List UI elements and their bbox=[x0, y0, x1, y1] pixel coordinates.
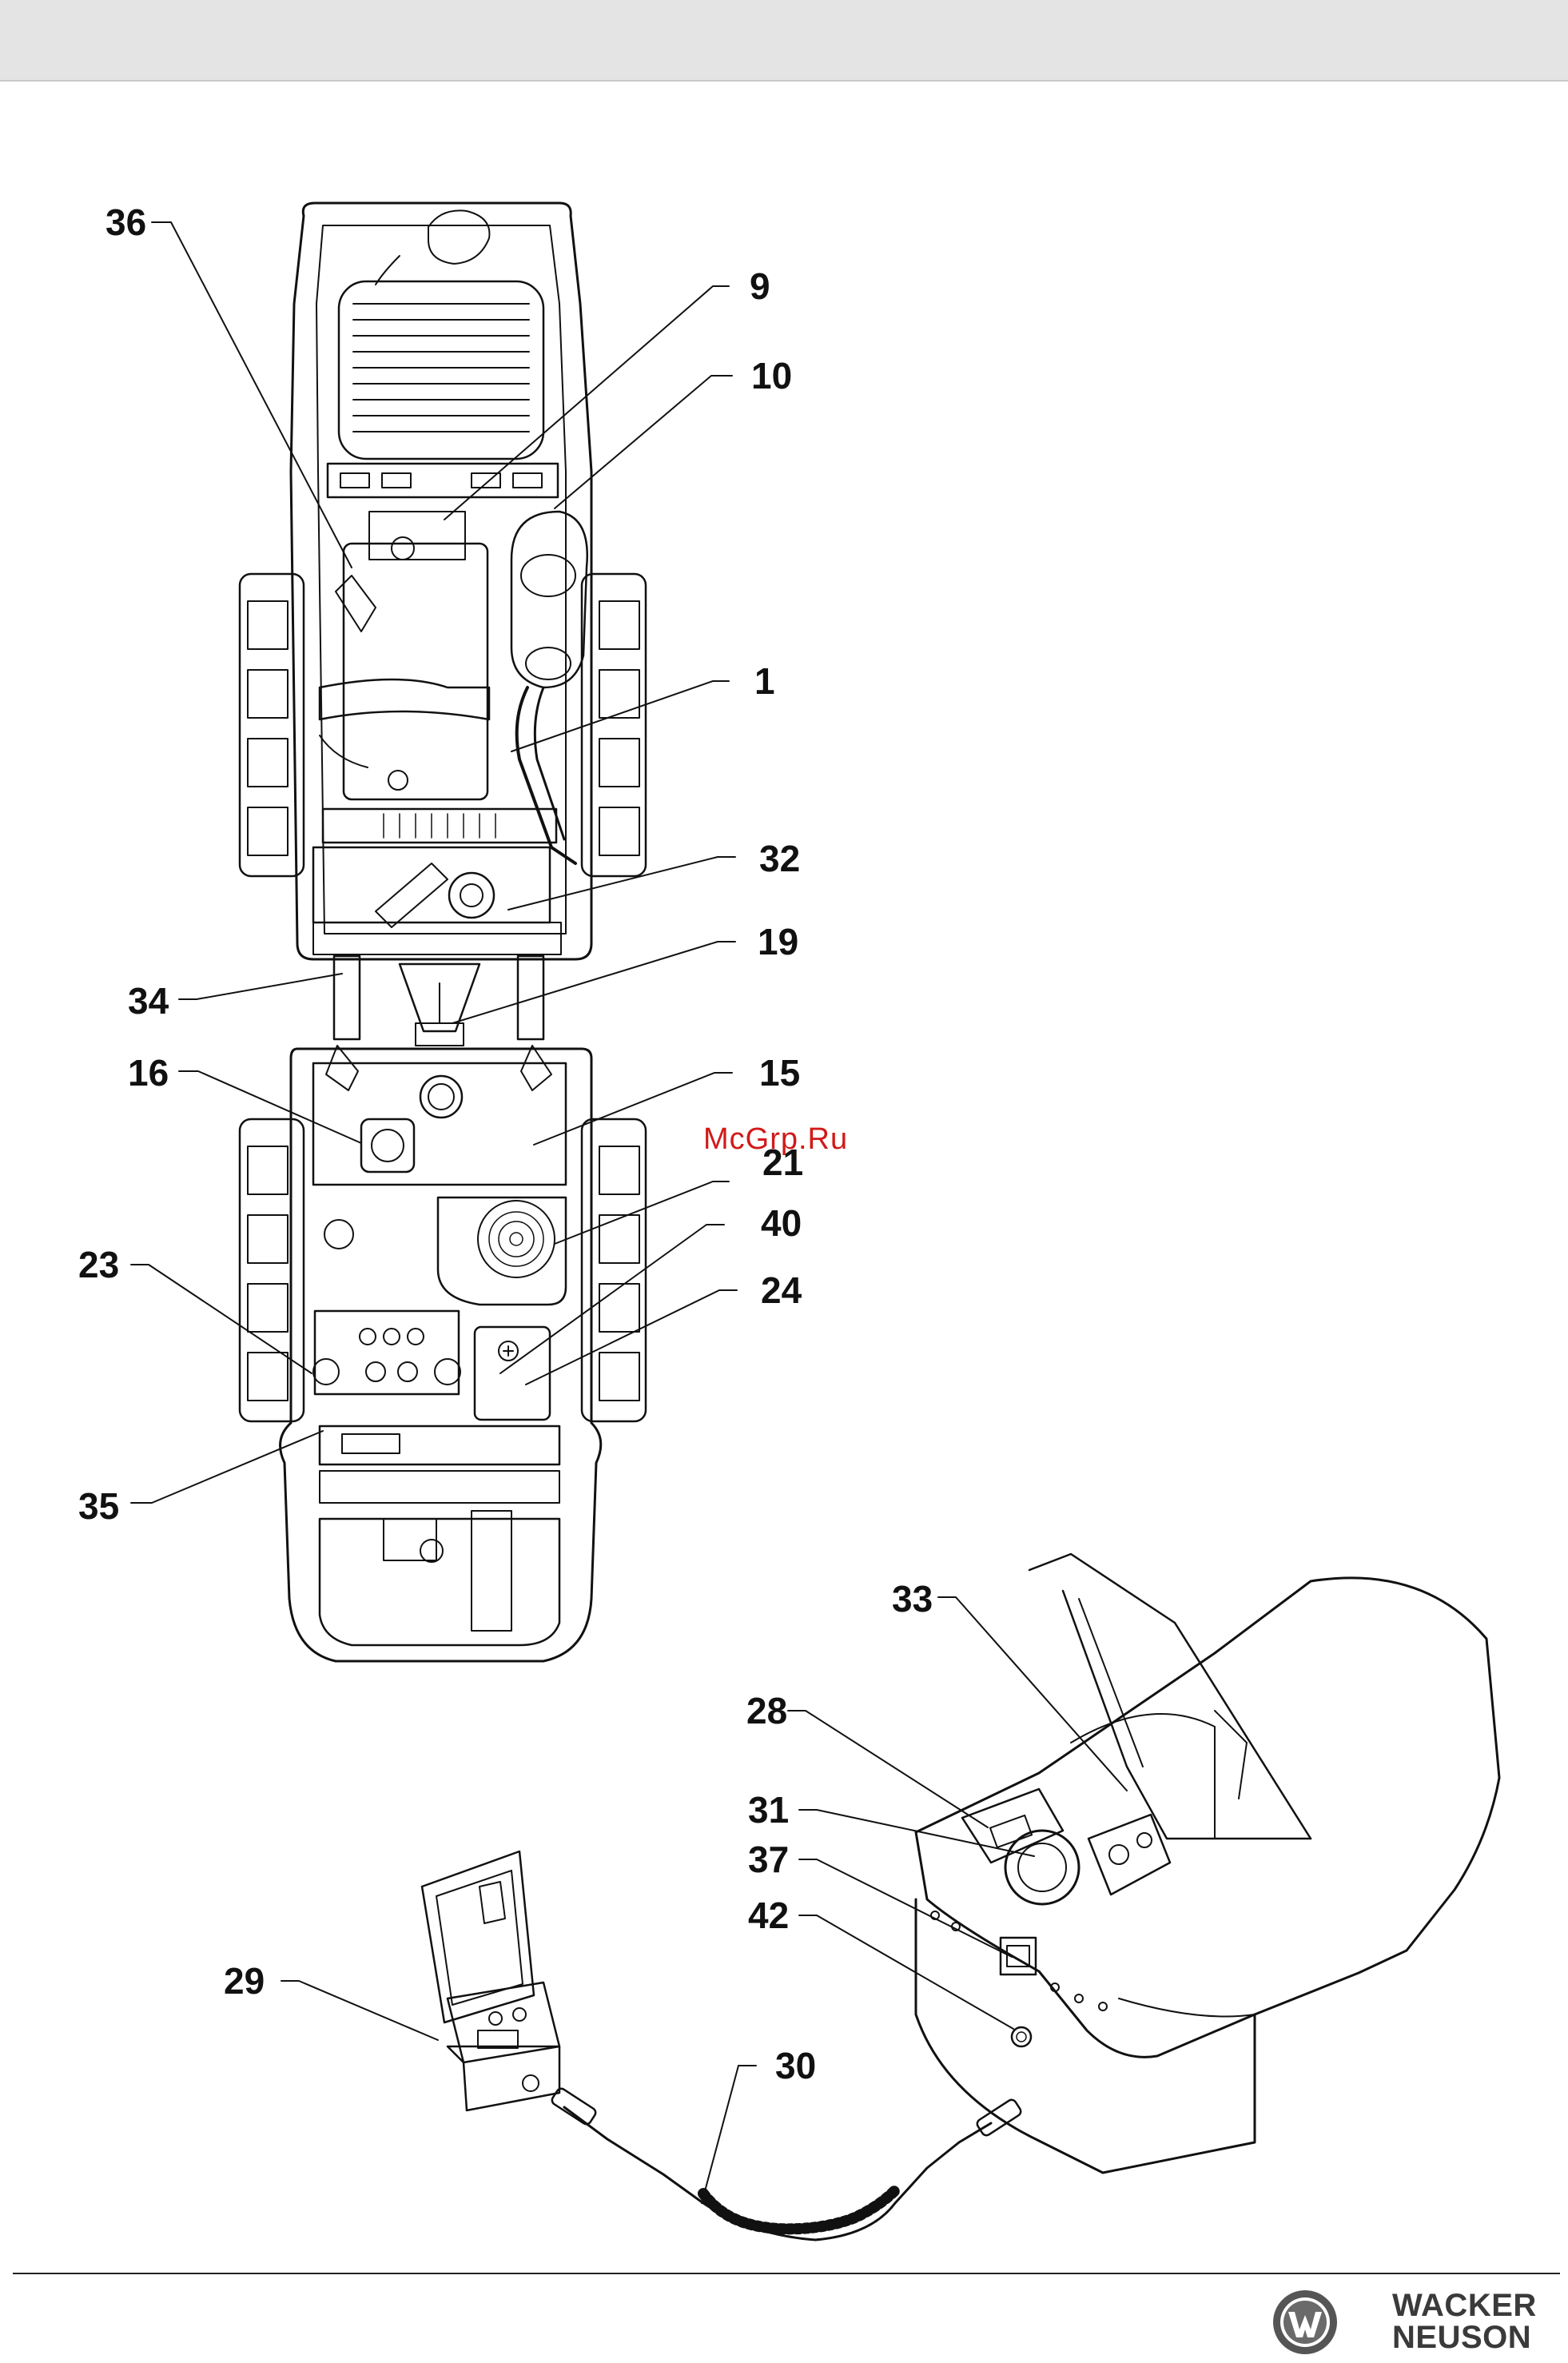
callout-24: 24 bbox=[761, 1269, 802, 1311]
footer-divider bbox=[13, 2273, 1560, 2274]
callout-33: 33 bbox=[892, 1578, 933, 1620]
brand-line-1: WACKER bbox=[1392, 2289, 1560, 2321]
coiled-cable bbox=[551, 2087, 1023, 2240]
callout-23: 23 bbox=[78, 1244, 119, 1285]
brand-line-2: NEUSON bbox=[1392, 2321, 1560, 2353]
leader-lines bbox=[131, 222, 1127, 2203]
machine-3d-view bbox=[916, 1554, 1499, 2173]
callout-30: 30 bbox=[775, 2045, 816, 2086]
callout-15: 15 bbox=[759, 1052, 800, 1094]
callout-19: 19 bbox=[758, 921, 798, 962]
callout-31: 31 bbox=[748, 1789, 789, 1831]
callout-40: 40 bbox=[761, 1202, 802, 1244]
callout-29: 29 bbox=[224, 1960, 265, 2002]
callout-36: 36 bbox=[105, 201, 146, 243]
remote-control-handset bbox=[422, 1851, 559, 2110]
articulation-joint bbox=[334, 956, 543, 1046]
callout-1: 1 bbox=[754, 660, 775, 702]
wacker-neuson-logo-icon bbox=[1271, 2288, 1339, 2357]
callout-35: 35 bbox=[78, 1485, 119, 1527]
callout-32: 32 bbox=[759, 838, 800, 879]
machine-top-view-rear bbox=[240, 203, 646, 959]
callout-16: 16 bbox=[128, 1052, 169, 1094]
watermark-text: McGrp.Ru bbox=[703, 1122, 848, 1157]
callout-28: 28 bbox=[746, 1690, 787, 1731]
callout-9: 9 bbox=[750, 265, 770, 307]
machine-top-view-front bbox=[240, 1046, 646, 1661]
brand-wordmark: WACKER NEUSON bbox=[1392, 2289, 1560, 2353]
callout-37: 37 bbox=[748, 1839, 789, 1880]
callout-42: 42 bbox=[748, 1895, 789, 1936]
callout-10: 10 bbox=[751, 355, 792, 396]
callout-34: 34 bbox=[128, 980, 169, 1022]
